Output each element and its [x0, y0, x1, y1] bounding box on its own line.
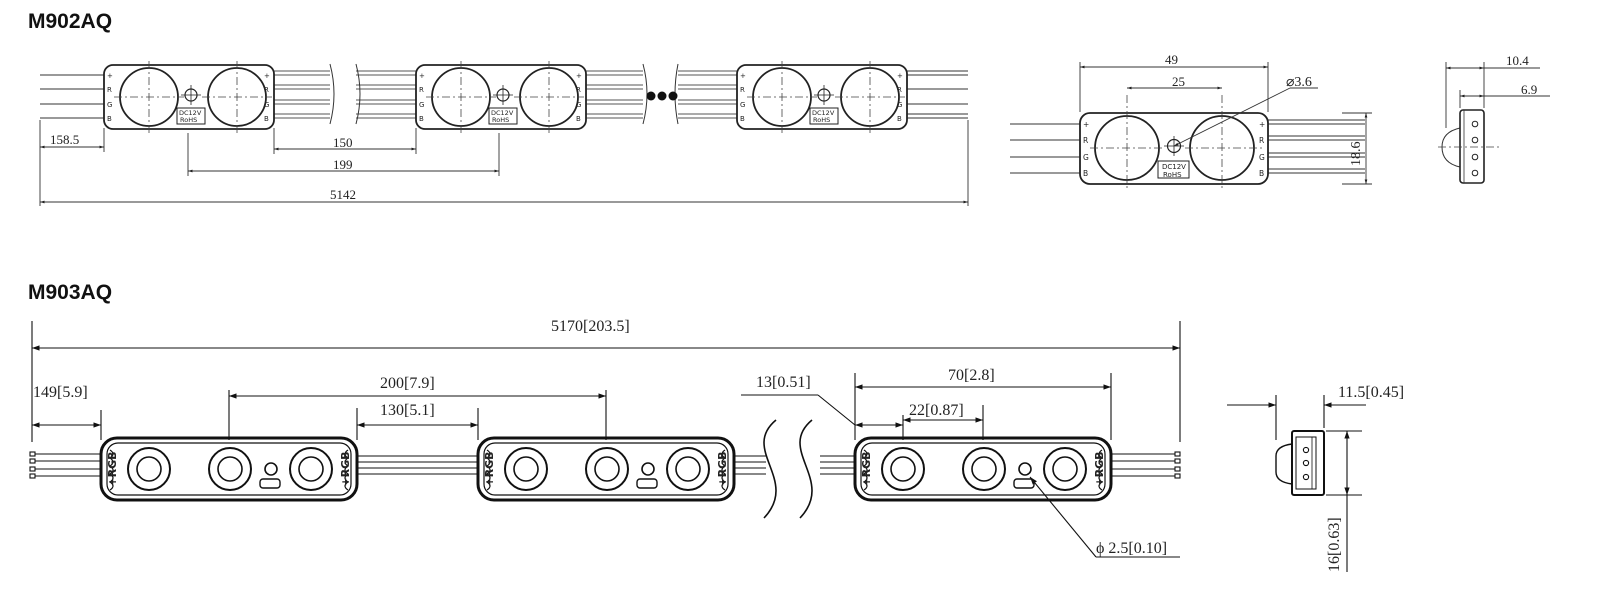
m903-strip: +RGB +RGB +RGB +RGB +RGB +RGB	[29, 419, 1181, 519]
m902-detail-view: DC12V RoHS +R GB +R GB 49 25 ⌀3.6 18.6	[1010, 52, 1372, 190]
svg-text:R: R	[419, 86, 424, 94]
dim-m903-height: 16[0.63]	[1326, 517, 1343, 572]
svg-text:R: R	[107, 86, 112, 94]
dim-m903-pitch: 200[7.9]	[380, 375, 435, 392]
svg-text:+: +	[576, 72, 582, 80]
m903-module-1	[99, 436, 359, 502]
dim-m903-depth: 11.5[0.45]	[1338, 384, 1404, 401]
svg-text:+: +	[1083, 120, 1089, 129]
dim-m902-gap: 150	[333, 135, 353, 150]
m903-dimension-texts: 5170[203.5] 149[5.9] 200[7.9] 130[5.1] 1…	[33, 318, 1167, 557]
dim-m902-depth-total: 10.4	[1506, 53, 1529, 68]
svg-text:DC12V: DC12V	[812, 109, 835, 117]
m903-module-3	[853, 436, 1113, 502]
svg-text:+RGB: +RGB	[339, 451, 352, 486]
svg-text:G: G	[419, 101, 424, 109]
dim-m903-lead: 149[5.9]	[33, 384, 88, 401]
m903aq-title: M903AQ	[28, 281, 113, 304]
dim-m902-width: 49	[1165, 52, 1178, 67]
svg-text:+RGB: +RGB	[106, 451, 119, 486]
svg-text:G: G	[264, 101, 269, 109]
svg-text:R: R	[740, 86, 745, 94]
m902-strip	[40, 63, 968, 125]
svg-text:B: B	[1083, 169, 1088, 178]
m903-side-view: 11.5[0.45] 16[0.63]	[1227, 384, 1404, 572]
svg-text:R: R	[1259, 136, 1264, 145]
svg-text:RoHS: RoHS	[1163, 171, 1182, 179]
dim-m902-depth-body: 6.9	[1521, 82, 1537, 97]
svg-text:+: +	[107, 72, 113, 80]
m902-pin-labels: +R GB +R GB +R GB +R GB +R GB +R GB	[107, 72, 903, 123]
m902aq-title: M902AQ	[28, 10, 113, 33]
svg-text:R: R	[1083, 136, 1088, 145]
svg-text:B: B	[740, 115, 745, 123]
svg-text:G: G	[1259, 153, 1265, 162]
svg-text:RoHS: RoHS	[813, 116, 830, 124]
svg-text:G: G	[1083, 153, 1089, 162]
dim-m903-length: 70[2.8]	[948, 367, 995, 384]
svg-text:DC12V: DC12V	[491, 109, 514, 117]
svg-text:RoHS: RoHS	[492, 116, 509, 124]
svg-text:B: B	[419, 115, 424, 123]
dim-m902-height: 18.6	[1349, 142, 1364, 167]
svg-text:B: B	[1259, 169, 1264, 178]
dim-m902-pitch: 199	[333, 157, 353, 172]
svg-text:B: B	[576, 115, 581, 123]
svg-text:B: B	[264, 115, 269, 123]
svg-text:RoHS: RoHS	[180, 116, 197, 124]
svg-text:R: R	[897, 86, 902, 94]
svg-text:+: +	[264, 72, 270, 80]
svg-text:G: G	[740, 101, 745, 109]
svg-text:+: +	[740, 72, 746, 80]
dim-m902-lead: 158.5	[50, 132, 79, 147]
dim-m903-edge: 13[0.51]	[756, 374, 811, 391]
m903-dimension-lines	[31, 321, 1181, 558]
svg-text:G: G	[576, 101, 581, 109]
svg-text:G: G	[897, 101, 902, 109]
svg-text:+RGB: +RGB	[483, 451, 496, 486]
svg-text:G: G	[107, 101, 112, 109]
svg-text:B: B	[897, 115, 902, 123]
svg-text:+RGB: +RGB	[860, 451, 873, 486]
svg-text:+RGB: +RGB	[716, 451, 729, 486]
svg-text:R: R	[576, 86, 581, 94]
m903-module-2	[476, 436, 736, 502]
dim-m903-total: 5170[203.5]	[551, 318, 630, 335]
svg-text:+: +	[897, 72, 903, 80]
svg-text:DC12V: DC12V	[179, 109, 202, 117]
dim-m903-gap: 130[5.1]	[380, 402, 435, 419]
svg-text:+RGB: +RGB	[1093, 451, 1106, 486]
svg-text:B: B	[107, 115, 112, 123]
m902-dimension-texts: 158.5 150 199 5142	[50, 132, 356, 202]
dim-m903-hole: ϕ 2.5[0.10]	[1096, 540, 1167, 557]
dim-m902-total: 5142	[330, 187, 356, 202]
dim-m903-lens-pitch: 22[0.87]	[909, 402, 964, 419]
continuation-dots	[646, 91, 678, 101]
svg-text:+: +	[419, 72, 425, 80]
m902-side-view: 10.4 6.9	[1438, 53, 1550, 184]
svg-text:DC12V: DC12V	[1162, 163, 1186, 171]
svg-text:+: +	[1259, 120, 1265, 129]
m902-dimension-lines	[39, 120, 969, 206]
dim-m902-hole: ⌀3.6	[1286, 75, 1312, 90]
svg-text:R: R	[264, 86, 269, 94]
dim-m902-lens-pitch: 25	[1172, 74, 1185, 89]
